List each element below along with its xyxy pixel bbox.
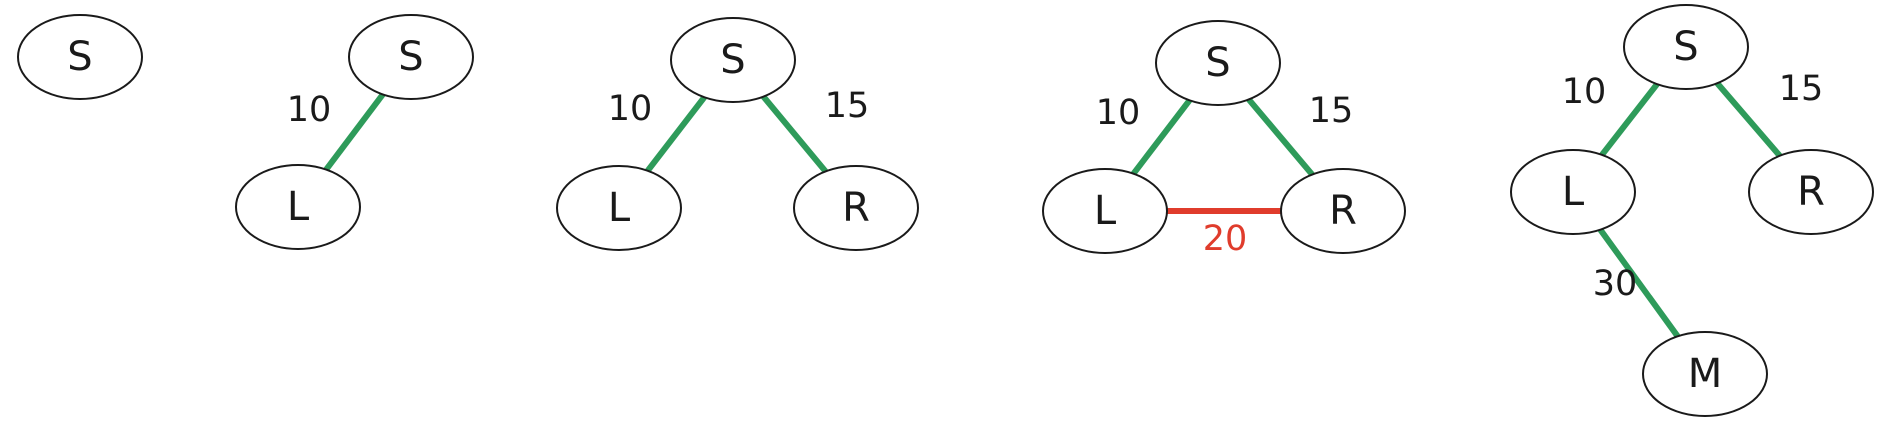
edge-s-l-stage-5 [1599,82,1660,157]
edge-s-r-stage-4 [1246,97,1315,177]
node-l-stage-4: L [1042,168,1168,254]
node-ellipse [1748,149,1874,235]
node-r-stage-3: R [793,165,919,251]
node-ellipse [1623,4,1749,90]
edge-weight-label: 10 [1562,72,1607,112]
edge-l-m-stage-5 [1597,227,1681,339]
node-label: L [1562,169,1585,215]
node-l-stage-3: L [556,165,682,251]
node-label: R [842,185,870,231]
node-r-stage-4: R [1280,168,1406,254]
node-s-stage-5: S [1623,4,1749,90]
edge-s-r-stage-3 [761,94,828,174]
node-ellipse [793,165,919,251]
edge-s-l-stage-3 [645,95,707,173]
node-label: S [1673,24,1698,70]
node-label: R [1797,169,1825,215]
node-label: R [1329,188,1357,234]
node-m-stage-5: M [1642,331,1768,417]
node-ellipse [556,165,682,251]
edge-s-l-stage-2 [323,92,386,172]
edge-weight-label: 15 [1309,91,1354,131]
node-ellipse [1642,331,1768,417]
node-l-stage-2: L [235,164,361,250]
node-label: S [1205,40,1230,86]
edges-layer [323,81,1783,339]
edge-weight-label: 10 [608,89,653,129]
node-s-stage-3: S [670,17,796,103]
node-ellipse [670,17,796,103]
node-s-stage-2: S [348,14,474,100]
nodes-layer: S S L S L R S L R S L R M [17,4,1874,417]
edge-weight-label: 10 [1096,93,1141,133]
node-label: L [287,184,310,230]
edge-weight-label: 30 [1593,264,1638,304]
node-label: S [398,34,423,80]
edge-s-r-stage-5 [1714,81,1783,158]
node-s-stage-4: S [1155,20,1281,106]
node-ellipse [17,14,143,100]
node-ellipse [348,14,474,100]
node-s-stage-1: S [17,14,143,100]
node-label: L [608,185,631,231]
edge-weight-label: 20 [1203,219,1248,259]
edge-weight-label: 15 [825,86,870,126]
node-label: M [1688,351,1723,397]
node-label: S [67,34,92,80]
node-label: S [720,37,745,83]
node-label: L [1094,188,1117,234]
node-l-stage-5: L [1510,149,1636,235]
node-ellipse [1155,20,1281,106]
node-ellipse [1042,168,1168,254]
node-ellipse [1280,168,1406,254]
node-r-stage-5: R [1748,149,1874,235]
node-ellipse [1510,149,1636,235]
edge-s-l-stage-4 [1131,98,1192,176]
edge-weight-label: 10 [287,90,332,130]
edge-weight-label: 15 [1779,69,1824,109]
edge-labels-layer: 10 10 15 10 15 20 10 15 30 [287,69,1824,304]
node-ellipse [235,164,361,250]
